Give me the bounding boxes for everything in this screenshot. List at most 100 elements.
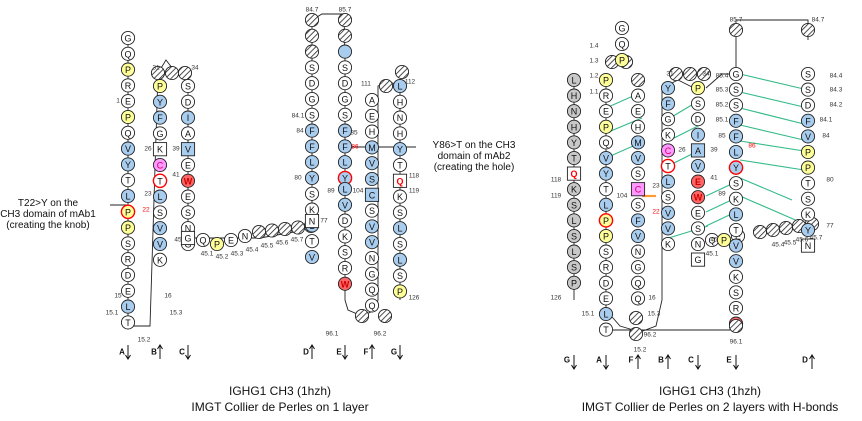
- residue-letter: E: [603, 294, 609, 304]
- residue-letter: L: [309, 158, 314, 168]
- residue-letter: Y: [342, 174, 348, 184]
- residue-letter: E: [695, 177, 701, 187]
- residue-e: [630, 104, 646, 119]
- residue-r: [598, 260, 614, 275]
- position-number: 89: [327, 188, 335, 195]
- residue-letter: S: [342, 248, 348, 258]
- residue-letter: D: [342, 216, 349, 226]
- residue-letter: F: [805, 116, 811, 126]
- gap-residue: [150, 65, 166, 81]
- residue-g: [304, 91, 320, 107]
- residue-l: [728, 207, 744, 222]
- residue-s: [728, 82, 744, 97]
- residue-s: [152, 205, 168, 220]
- residue-letter: Q: [368, 301, 375, 311]
- residue-letter: T: [733, 226, 739, 236]
- residue-letter: V: [695, 162, 701, 172]
- residue-s: [728, 98, 744, 113]
- residue-letter: E: [228, 236, 234, 246]
- h-bond-line: [739, 73, 809, 91]
- position-number: 15.2: [138, 337, 151, 344]
- residue-e: [120, 94, 136, 109]
- residue-letter: F: [309, 142, 315, 152]
- position-number: 96.1: [730, 339, 743, 346]
- residue-p: [566, 275, 582, 290]
- hole-annotation-line2: domain of mAb2: [437, 151, 511, 162]
- gap-residue: [337, 28, 353, 43]
- position-number: 85: [350, 130, 358, 137]
- residue-y: [392, 142, 408, 157]
- residue-p: [598, 213, 614, 228]
- strand-label-b: B: [658, 356, 664, 365]
- residue-letter: S: [805, 70, 811, 80]
- h-bond-line: [739, 140, 805, 152]
- residue-f: [337, 123, 353, 138]
- residue-letter: I: [187, 113, 190, 123]
- residue-letter: E: [125, 286, 131, 296]
- position-number: 34: [191, 65, 199, 72]
- residue-letter: P: [721, 236, 727, 246]
- gap-residue: [337, 12, 353, 28]
- residue-k: [800, 207, 816, 222]
- residue-q: [566, 166, 582, 181]
- position-number: 86: [748, 143, 756, 150]
- position-number: 126: [409, 295, 420, 302]
- strand-label-c: C: [179, 348, 185, 357]
- residue-q: [364, 282, 380, 297]
- strand-arrow-c-head: [185, 354, 191, 360]
- residue-l: [566, 213, 582, 228]
- residue-l: [598, 197, 614, 212]
- residue-y: [660, 80, 676, 96]
- gap-residue: [304, 44, 320, 59]
- strand-label-g: G: [564, 356, 570, 365]
- residue-d: [598, 275, 614, 290]
- strand-label-g: G: [391, 348, 397, 357]
- residue-t: [120, 173, 136, 188]
- position-number: 45.3: [231, 251, 244, 258]
- residue-letter: S: [733, 85, 739, 95]
- residue-r: [120, 78, 136, 93]
- position-number: 89: [718, 191, 726, 198]
- residue-s: [630, 197, 646, 212]
- residue-letter: D: [309, 79, 316, 89]
- residue-letter: R: [125, 81, 132, 91]
- residue-letter: S: [733, 101, 739, 111]
- position-number: 118: [551, 177, 562, 184]
- h-bond-line: [739, 107, 809, 126]
- residue-h: [566, 119, 582, 134]
- strand-arrow-g-head: [397, 354, 403, 360]
- residue-letter: S: [571, 200, 577, 210]
- position-number: 45.6: [796, 237, 809, 244]
- residue-letter: R: [342, 264, 349, 274]
- residue-letter: V: [733, 257, 739, 267]
- residue-t: [566, 150, 582, 166]
- residue-letter: Q: [396, 176, 403, 186]
- residue-v: [630, 228, 646, 244]
- strand-arrow-e-head: [733, 364, 739, 370]
- position-number: 15.3: [170, 310, 183, 317]
- residue-r: [598, 88, 614, 103]
- residue-letter: V: [369, 238, 375, 248]
- residue-f: [728, 129, 744, 144]
- residue-letter: S: [342, 63, 348, 73]
- residue-f: [152, 110, 168, 125]
- residue-e: [180, 189, 196, 204]
- residue-l: [566, 244, 582, 259]
- position-number: 86: [351, 144, 359, 151]
- residue-s: [304, 107, 320, 122]
- residue-q: [392, 173, 408, 188]
- residue-f: [304, 123, 320, 138]
- residue-v: [690, 158, 706, 174]
- residue-letter: D: [805, 101, 812, 111]
- residue-g: [120, 30, 136, 46]
- residue-k: [728, 269, 744, 284]
- residue-letter: W: [184, 176, 193, 186]
- strand-label-e: E: [336, 348, 342, 357]
- residue-letter: P: [805, 148, 811, 158]
- residue-letter: Q: [634, 278, 641, 288]
- position-number: 85.2: [716, 102, 729, 109]
- hole-annotation-line1: Y86>T on the CH3: [432, 140, 516, 151]
- residue-letter: R: [125, 255, 132, 265]
- gap-residue: [290, 220, 306, 235]
- residue-a: [180, 126, 196, 141]
